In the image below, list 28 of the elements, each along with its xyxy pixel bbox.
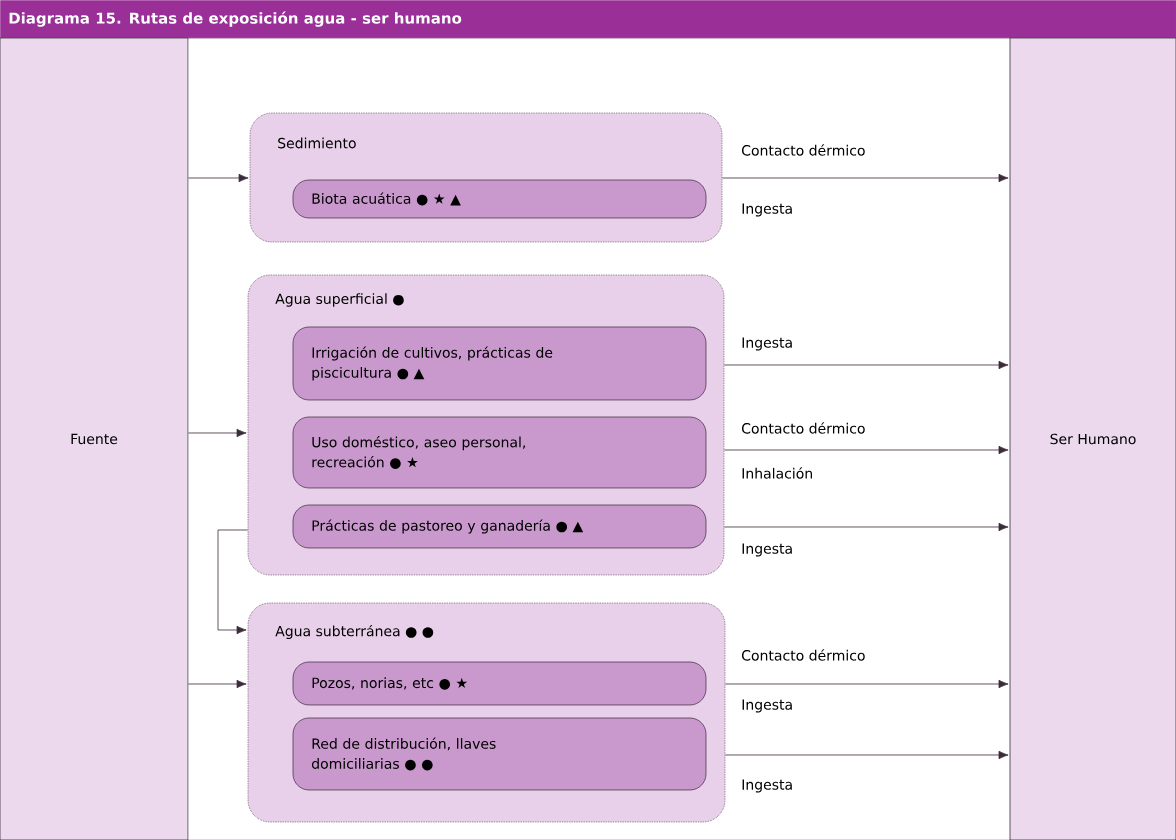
- route-label: Ingesta: [742, 699, 792, 713]
- route-label: Ingesta: [742, 203, 792, 217]
- arrow: [723, 445, 1009, 455]
- edge-label: Contacto dérmico: [742, 422, 865, 434]
- arrow: [724, 679, 1009, 689]
- edge-label: Ingesta: [742, 337, 792, 351]
- rounded-box: Pozos, norias, etc ● ★: [292, 661, 707, 706]
- arrow: [723, 360, 1009, 370]
- arrow: [217, 529, 249, 635]
- column-band: Fuente: [0, 37, 189, 840]
- column-band: Ser Humano: [1009, 37, 1176, 840]
- rounded-box: Red de distribución, llaves domiciliarias ● ●: [292, 717, 707, 791]
- rounded-box: Prácticas de pastoreo y ganadería ● ▲: [292, 504, 707, 549]
- rounded-box: Uso doméstico, aseo personal, recreación ● ★: [292, 416, 707, 489]
- arrow: [188, 173, 249, 183]
- title-bar: Diagrama 15. Rutas de exposición agua - ser humano: [0, 0, 1176, 39]
- arrow: [188, 679, 247, 689]
- edge-label: Contacto dérmico: [742, 144, 865, 156]
- rounded-box: Biota acuática ● ★ ▲: [292, 179, 707, 219]
- edge-label: Ingesta: [742, 543, 792, 557]
- route-label: Inhalación: [742, 467, 812, 479]
- arrow: [721, 173, 1009, 183]
- edge-label: Ingesta: [742, 779, 792, 793]
- rounded-box: Irrigación de cultivos, prácticas de piscicultura ● ▲: [292, 326, 707, 401]
- arrow: [723, 522, 1009, 532]
- edge-label: Contacto dérmico: [742, 649, 865, 661]
- arrow: [724, 750, 1009, 760]
- arrow: [188, 428, 247, 438]
